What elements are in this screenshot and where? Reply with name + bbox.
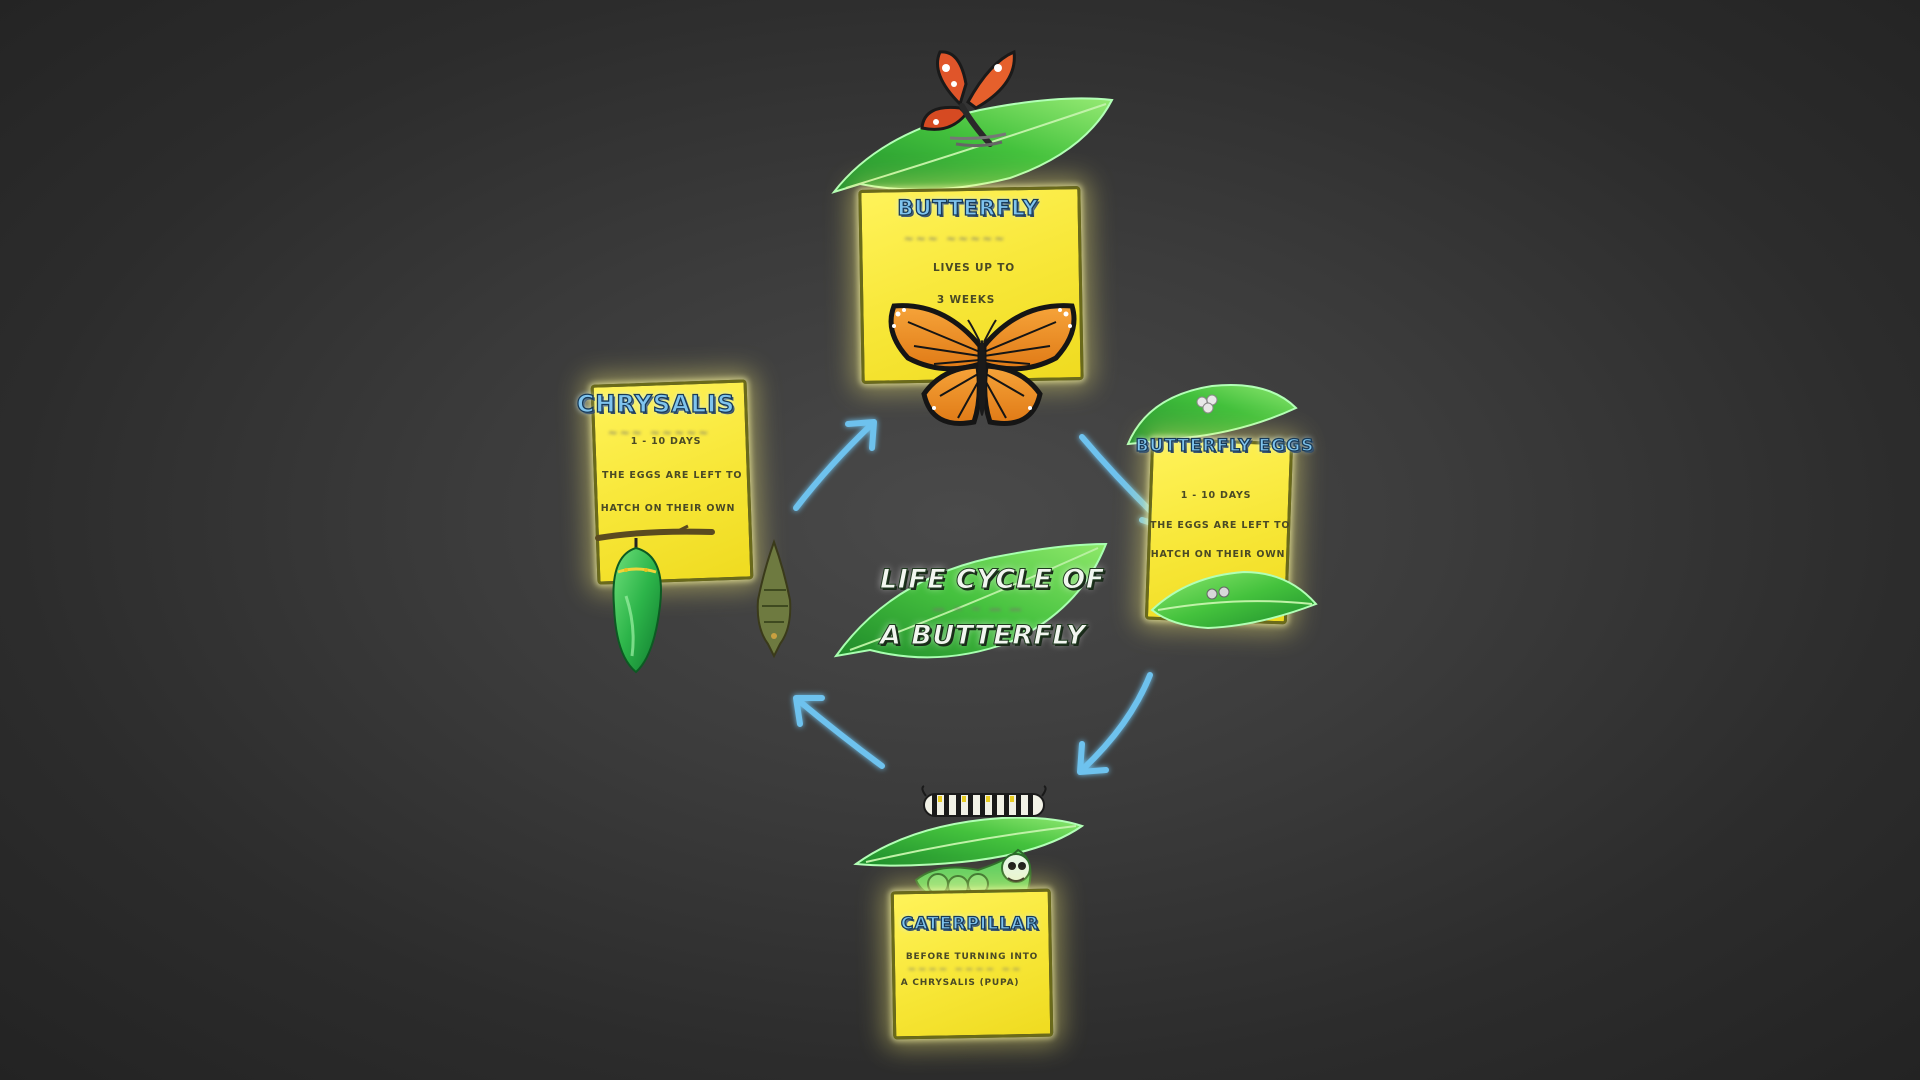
chrysalis-line-3: HATCH ON THEIR OWN — [600, 503, 736, 514]
monarch-butterfly-icon — [888, 303, 1077, 426]
perched-butterfly-icon — [920, 49, 1016, 148]
caterpillar-echo-text: ~~~~ ~~~~ ~~ — [907, 964, 1023, 975]
brown-pupa-icon — [756, 539, 792, 659]
chrysalis-icon — [595, 524, 715, 674]
egg-leaf-icon — [1150, 570, 1318, 630]
chrysalis-heading: CHRYSALIS — [576, 389, 736, 418]
diagram-title-line-1: LIFE CYCLE OF — [880, 564, 1105, 596]
eggs-line-2: THE EGGS ARE LEFT TO — [1150, 520, 1291, 531]
caterpillar-line-2: A CHRYSALIS (PUPA) — [900, 978, 1020, 988]
chrysalis-line-2: THE EGGS ARE LEFT TO — [602, 470, 743, 481]
eggs-line-3: HATCH ON THEIR OWN — [1150, 549, 1286, 560]
eggs-line-1: 1 - 10 DAYS — [1180, 490, 1252, 501]
egg-top-leaf-icon — [1126, 383, 1298, 446]
caterpillar-heading: CATERPILLAR — [900, 913, 1040, 934]
title-echo-text: — ~ ~ — — — [932, 602, 1024, 616]
butterfly-heading: BUTTERFLY — [897, 195, 1039, 220]
diagram-title-line-2: A BUTTERFLY — [880, 620, 1086, 652]
caterpillar-leaf-icon — [853, 816, 1085, 867]
arrow-chrysalis-to-butterfly — [793, 419, 877, 511]
eggs-heading: BUTTERFLY EGGS — [1135, 435, 1315, 456]
caterpillar-icon — [921, 785, 1047, 817]
caterpillar-line-1: BEFORE TURNING INTO — [905, 952, 1039, 962]
chrysalis-line-1: 1 - 10 DAYS — [630, 436, 702, 447]
arrow-caterpillar-to-chrysalis — [793, 695, 885, 769]
butterfly-echo-text: ~~~ ~~~~~ — [903, 232, 1007, 246]
arrow-eggs-to-caterpillar — [1077, 672, 1153, 775]
butterfly-line-2: 3 WEEKS — [936, 294, 996, 306]
butterfly-line-1: LIVES UP TO — [933, 262, 1015, 274]
title-leaf-icon — [833, 542, 1108, 659]
chrysalis-echo-text: ~~~ ~~~~~ — [607, 426, 711, 440]
